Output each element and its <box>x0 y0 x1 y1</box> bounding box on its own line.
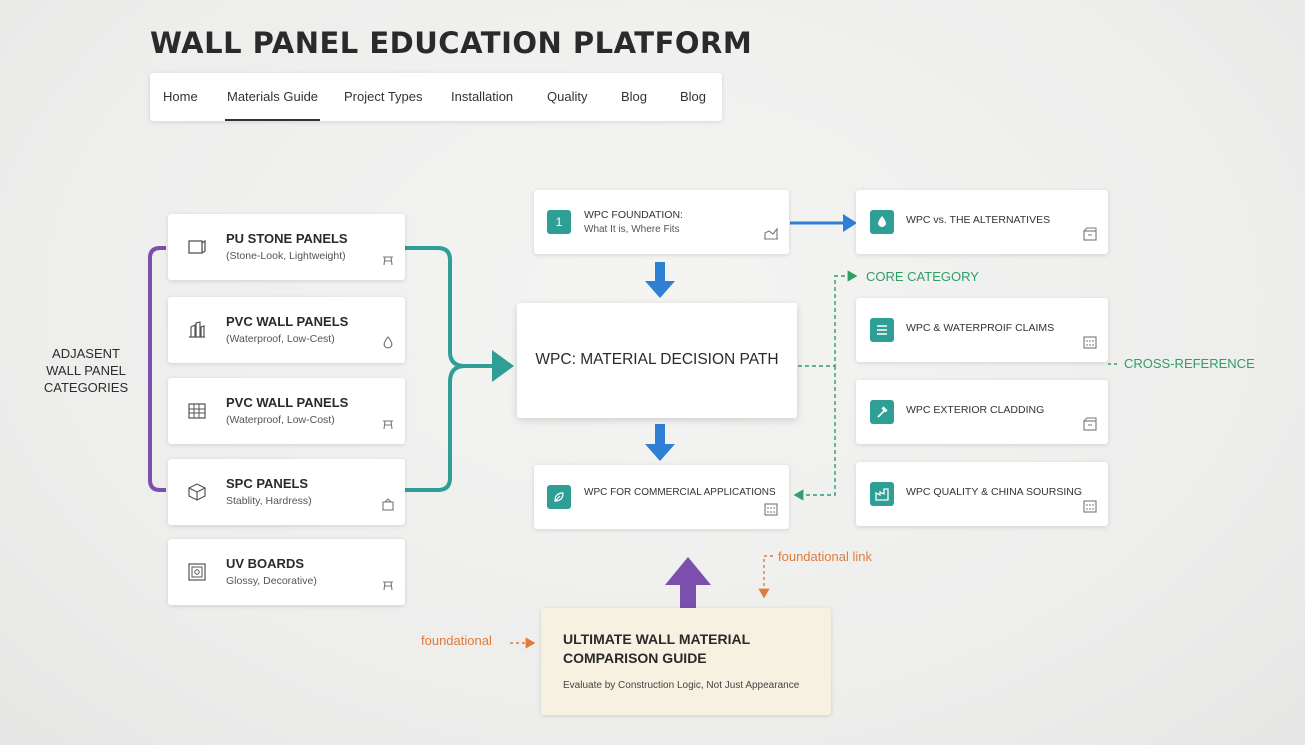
card-wpc-vs-alternatives[interactable]: WPC vs. THE ALTERNATIVES <box>856 190 1108 254</box>
card-subtitle: (Stone-Look, Lightweight) <box>226 250 346 262</box>
factory-icon <box>870 482 894 506</box>
foundational-link-label: foundational link <box>778 549 872 564</box>
card-wpc-commercial[interactable]: WPC FOR COMMERCIAL APPLICATIONS <box>534 465 789 529</box>
guide-title: ULTIMATE WALL MATERIAL COMPARISON GUIDE <box>563 630 750 668</box>
main-nav: Home Materials Guide Project Types Insta… <box>150 73 722 121</box>
guide-title-line-2: COMPARISON GUIDE <box>563 650 707 666</box>
card-title: WPC QUALITY & CHINA SOURSING <box>906 486 1083 498</box>
guide-title-line-1: ULTIMATE WALL MATERIAL <box>563 631 751 647</box>
card-subtitle: Glossy, Decorative) <box>226 575 317 587</box>
card-title: WPC & WATERPROIF CLAIMS <box>906 322 1055 334</box>
label-line-2: WALL PANEL <box>46 363 126 378</box>
card-title: PVC WALL PANELS <box>226 395 349 410</box>
card-subtitle: (Waterproof, Low-Cost) <box>226 414 335 426</box>
green-dashed-connector <box>798 270 858 367</box>
purple-bracket <box>148 246 166 492</box>
card-spc-panels[interactable]: SPC PANELS Stablity, Hardress) <box>168 459 405 525</box>
board-icon <box>381 498 395 517</box>
leaf-icon <box>547 485 571 509</box>
box-icon <box>1082 227 1098 246</box>
orange-dashed-connector <box>758 555 773 599</box>
card-subtitle: (Waterproof, Low-Cest) <box>226 333 335 345</box>
nav-item-materials-guide[interactable]: Materials Guide <box>224 73 321 121</box>
card-pu-stone-panels[interactable]: PU STONE PANELS (Stone-Look, Lightweight… <box>168 214 405 280</box>
step-number-badge: 1 <box>547 210 571 234</box>
teal-connector-bottom <box>405 364 466 492</box>
blue-arrow-down-2 <box>645 424 675 461</box>
card-subtitle: What It is, Where Fits <box>584 224 680 235</box>
card-wpc-waterproof-claims[interactable]: WPC & WATERPROIF CLAIMS <box>856 298 1108 362</box>
card-ultimate-comparison-guide[interactable]: ULTIMATE WALL MATERIAL COMPARISON GUIDE … <box>541 608 831 715</box>
page-title: WALL PANEL EDUCATION PLATFORM <box>150 26 753 60</box>
stool-icon <box>381 578 395 597</box>
panel-block-icon <box>186 481 208 508</box>
card-title: PU STONE PANELS <box>226 231 348 246</box>
card-pvc-wall-panels-2[interactable]: PVC WALL PANELS (Waterproof, Low-Cost) <box>168 378 405 444</box>
grid-panel-icon <box>186 400 208 427</box>
card-title: WPC vs. THE ALTERNATIVES <box>906 214 1051 226</box>
card-wpc-foundation[interactable]: 1 WPC FOUNDATION: What It is, Where Fits <box>534 190 789 254</box>
card-wpc-exterior-cladding[interactable]: WPC EXTERIOR CLADDING <box>856 380 1108 444</box>
card-title: UV BOARDS <box>226 556 305 571</box>
stool-icon <box>381 253 395 272</box>
hammer-icon <box>870 400 894 424</box>
card-title: WPC EXTERIOR CLADDING <box>906 404 1045 416</box>
box-icon <box>1082 417 1098 436</box>
card-title: WPC: MATERIAL DECISION PATH <box>535 351 779 368</box>
label-line-1: ADJASENT <box>52 346 120 361</box>
frame-icon <box>186 561 208 588</box>
cross-reference-label: CROSS-REFERENCE <box>1124 356 1255 371</box>
card-pvc-wall-panels-1[interactable]: PVC WALL PANELS (Waterproof, Low-Cest) <box>168 297 405 363</box>
guide-subtitle: Evaluate by Construction Logic, Not Just… <box>563 680 800 691</box>
foundational-label: foundational <box>421 633 492 648</box>
building-icon <box>763 502 779 521</box>
teal-arrowhead <box>492 350 514 382</box>
card-wpc-quality-sourcing[interactable]: WPC QUALITY & CHINA SOURSING <box>856 462 1108 526</box>
list-icon <box>870 318 894 342</box>
building-icon <box>1082 335 1098 354</box>
building-icon <box>1082 499 1098 518</box>
chart-icon <box>763 227 779 246</box>
blue-arrow-down-1 <box>645 262 675 298</box>
panel-icon <box>186 236 208 263</box>
nav-item-blog[interactable]: Blog <box>621 89 648 104</box>
nav-item-blog-2[interactable]: Blog <box>680 89 707 104</box>
stool-icon <box>381 417 395 436</box>
card-uv-boards[interactable]: UV BOARDS Glossy, Decorative) <box>168 539 405 605</box>
purple-arrow-up <box>665 557 711 610</box>
nav-item-installation[interactable]: Installation <box>451 89 514 104</box>
nav-item-quality[interactable]: Quality <box>547 89 588 104</box>
droplet-icon <box>381 336 395 355</box>
card-wpc-decision-path[interactable]: WPC: MATERIAL DECISION PATH <box>517 303 797 418</box>
panel-stack-icon <box>186 319 208 346</box>
card-title: SPC PANELS <box>226 476 309 491</box>
label-line-3: CATEGORIES <box>43 380 129 395</box>
card-subtitle: Stablity, Hardress) <box>226 495 312 507</box>
adjacent-categories-label: ADJASENT WALL PANEL CATEGORIES <box>40 345 132 396</box>
card-title: PVC WALL PANELS <box>226 314 349 329</box>
nav-item-project-types[interactable]: Project Types <box>344 89 423 104</box>
card-title: WPC FOUNDATION: <box>584 209 683 221</box>
teal-connector-top <box>405 246 495 368</box>
core-category-label: CORE CATEGORY <box>866 269 979 284</box>
card-title: WPC FOR COMMERCIAL APPLICATIONS <box>584 487 776 498</box>
droplet-icon <box>870 210 894 234</box>
nav-item-home[interactable]: Home <box>163 89 198 104</box>
